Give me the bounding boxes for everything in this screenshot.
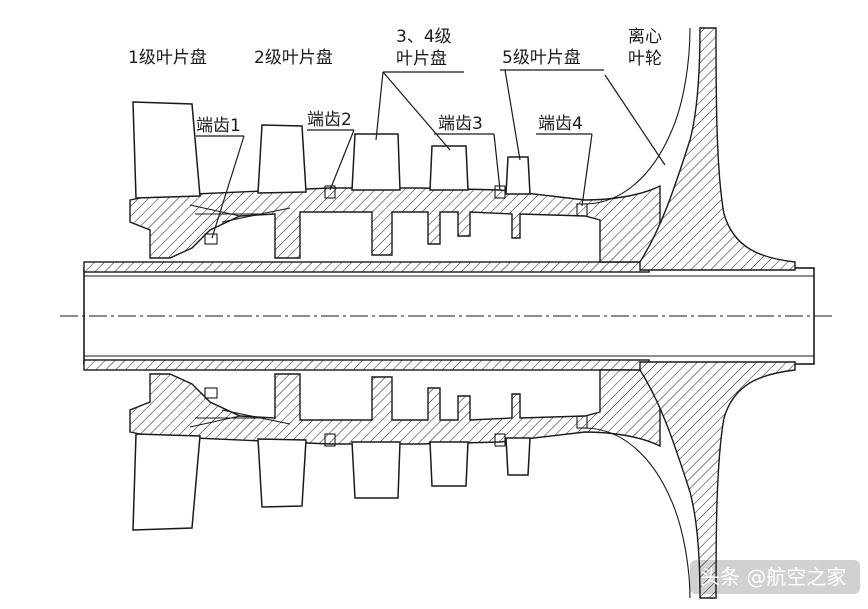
label-impeller-line2: 叶轮: [628, 49, 662, 69]
blade-stage2-upper: [257, 124, 307, 194]
blade-stage4-lower: [429, 441, 469, 487]
leader-lines: [196, 69, 666, 239]
label-impeller-line1: 离心: [628, 27, 662, 47]
lower-blades: [132, 433, 531, 531]
centrifugal-impeller: [583, 27, 796, 599]
blade-stage5-upper: [505, 156, 531, 195]
blade-stage3-lower: [351, 441, 401, 499]
watermark: 头条 @航空之家: [690, 560, 860, 594]
upper-rotor-drum: [129, 184, 661, 263]
blade-stage5-lower: [505, 437, 531, 476]
label-disk34-line2: 叶片盘: [396, 49, 447, 69]
labels: 1级叶片盘 2级叶片盘 3、4级 叶片盘 5级叶片盘 离心 叶轮 端齿1 端齿2…: [128, 27, 662, 136]
label-tooth4: 端齿4: [538, 114, 583, 134]
blade-stage1-lower: [132, 433, 201, 531]
label-disk1: 1级叶片盘: [128, 48, 207, 68]
label-tooth2: 端齿2: [307, 110, 352, 130]
label-disk5: 5级叶片盘: [502, 48, 581, 68]
blade-stage4-upper: [429, 145, 469, 191]
label-disk2: 2级叶片盘: [254, 48, 333, 68]
watermark-text: 头条 @航空之家: [700, 565, 846, 589]
label-tooth3: 端齿3: [438, 114, 483, 134]
blade-stage1-upper: [132, 101, 201, 199]
lower-rotor-drum: [129, 369, 661, 448]
blade-stage3-upper: [351, 133, 401, 191]
blade-stage2-lower: [257, 438, 307, 508]
label-tooth1: 端齿1: [196, 116, 241, 136]
upper-blades: [132, 101, 531, 199]
label-disk34-line1: 3、4级: [396, 27, 452, 47]
